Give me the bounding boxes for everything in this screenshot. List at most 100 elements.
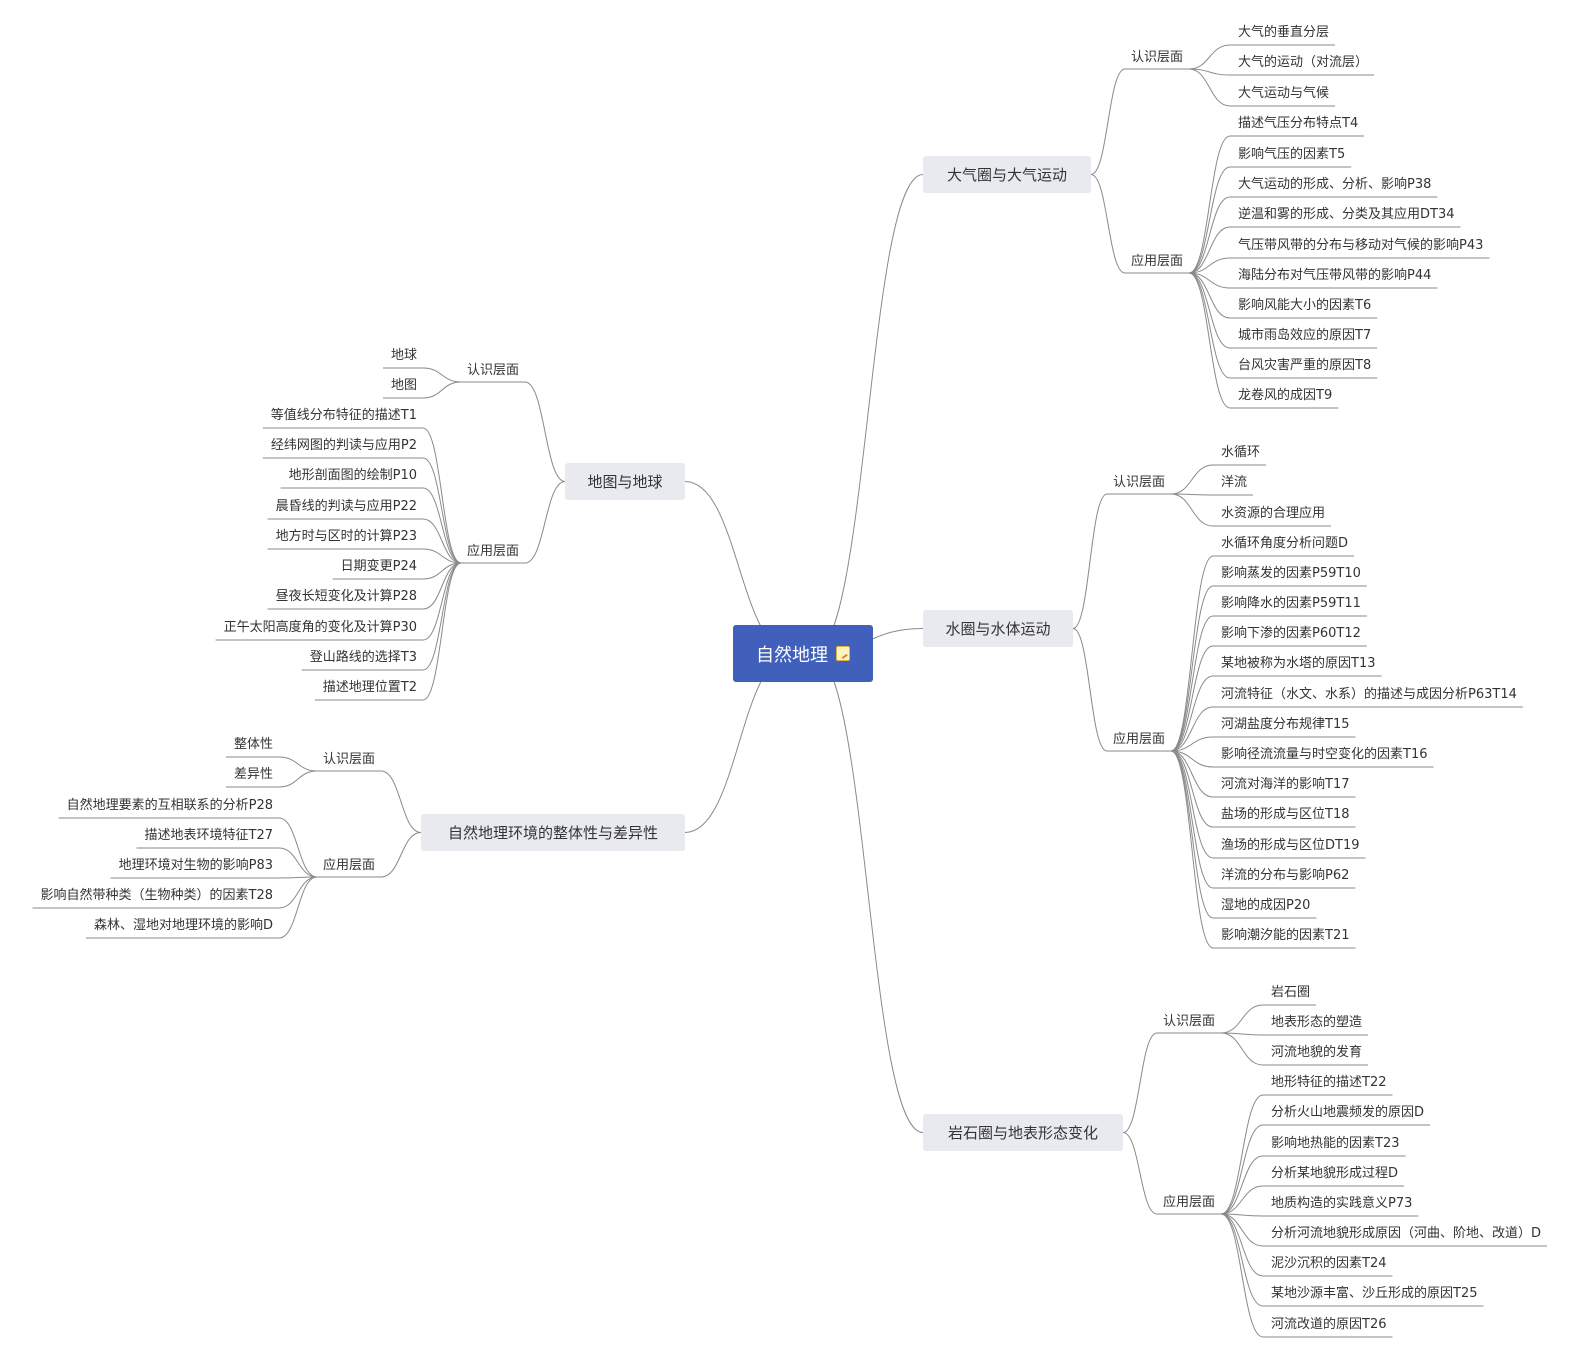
leaf-item[interactable]: 地表形态的塑造 bbox=[1271, 1015, 1363, 1030]
branch-atmosphere[interactable]: 大气圈与大气运动 bbox=[923, 156, 1091, 193]
leaf-item[interactable]: 地方时与区时的计算P23 bbox=[275, 529, 417, 544]
leaf-item[interactable]: 地理环境对生物的影响P83 bbox=[118, 858, 273, 873]
leaf-item[interactable]: 差异性 bbox=[233, 767, 273, 782]
root-to-branch-connector bbox=[812, 653, 924, 1133]
group-to-leaf-connector bbox=[1170, 750, 1214, 859]
group-to-leaf-connector bbox=[1188, 166, 1231, 274]
group-to-leaf-connector bbox=[422, 457, 462, 564]
root-node[interactable]: 自然地理 bbox=[733, 625, 873, 682]
group-to-leaf-connector bbox=[1221, 1185, 1264, 1215]
leaf-item[interactable]: 描述地理位置T2 bbox=[322, 680, 417, 695]
group-application[interactable]: 应用层面 bbox=[1113, 732, 1166, 747]
leaf-item[interactable]: 河流地貌的发育 bbox=[1271, 1045, 1363, 1060]
group-to-leaf-connector bbox=[1221, 1004, 1264, 1034]
leaf-item[interactable]: 经纬网图的判读与应用P2 bbox=[270, 438, 417, 453]
branch-environment[interactable]: 自然地理环境的整体性与差异性 bbox=[421, 814, 685, 851]
leaf-item[interactable]: 晨昏线的判读与应用P22 bbox=[275, 499, 417, 514]
group-to-leaf-connector bbox=[1170, 645, 1214, 752]
group-application[interactable]: 应用层面 bbox=[1163, 1195, 1216, 1210]
leaf-item[interactable]: 地形特征的描述T22 bbox=[1271, 1075, 1387, 1090]
leaf-item[interactable]: 岩石圈 bbox=[1271, 985, 1311, 1000]
note-icon[interactable] bbox=[836, 646, 850, 661]
leaf-item[interactable]: 气压带风带的分布与移动对气候的影响P43 bbox=[1238, 238, 1484, 253]
group-to-leaf-connector bbox=[278, 847, 318, 878]
group-cognitive[interactable]: 认识层面 bbox=[1163, 1014, 1216, 1029]
leaf-item[interactable]: 地质构造的实践意义P73 bbox=[1271, 1196, 1413, 1211]
leaf-item[interactable]: 台风灾害严重的原因T8 bbox=[1238, 358, 1372, 373]
leaf-item[interactable]: 影响气压的因素T5 bbox=[1238, 147, 1346, 162]
leaf-item[interactable]: 大气的运动（对流层） bbox=[1238, 55, 1369, 70]
leaf-item[interactable]: 影响下渗的因素P60T12 bbox=[1221, 626, 1361, 641]
branch-hydrosphere[interactable]: 水圈与水体运动 bbox=[923, 610, 1073, 647]
leaf-item[interactable]: 河流特征（水文、水系）的描述与成因分析P63T14 bbox=[1221, 687, 1517, 702]
leaf-item[interactable]: 河流对海洋的影响T17 bbox=[1221, 777, 1350, 792]
group-to-leaf-connector bbox=[422, 562, 462, 671]
leaf-item[interactable]: 河流改道的原因T26 bbox=[1271, 1317, 1387, 1332]
leaf-item[interactable]: 森林、湿地对地理环境的影响D bbox=[93, 918, 273, 933]
branch-to-group-connector bbox=[380, 770, 422, 833]
leaf-item[interactable]: 龙卷风的成因T9 bbox=[1238, 388, 1333, 403]
leaf-item[interactable]: 地图 bbox=[390, 378, 417, 393]
leaf-item[interactable]: 洋流的分布与影响P62 bbox=[1221, 868, 1350, 883]
leaf-item[interactable]: 影响潮汐能的因素T21 bbox=[1221, 928, 1350, 943]
leaf-item[interactable]: 影响风能大小的因素T6 bbox=[1238, 298, 1372, 313]
leaf-item[interactable]: 大气的垂直分层 bbox=[1238, 25, 1330, 40]
leaf-item[interactable]: 日期变更P24 bbox=[340, 559, 417, 574]
group-application[interactable]: 应用层面 bbox=[323, 858, 376, 873]
leaf-item[interactable]: 盐场的形成与区位T18 bbox=[1221, 807, 1350, 822]
leaf-item[interactable]: 水循环角度分析问题D bbox=[1221, 536, 1349, 551]
leaf-item[interactable]: 地球 bbox=[390, 348, 417, 363]
leaf-item[interactable]: 水循环 bbox=[1221, 445, 1261, 460]
leaf-item[interactable]: 分析某地貌形成过程D bbox=[1271, 1166, 1399, 1181]
leaf-item[interactable]: 影响降水的因素P59T11 bbox=[1221, 596, 1361, 611]
leaf-item[interactable]: 分析河流地貌形成原因（河曲、阶地、改道）D bbox=[1271, 1226, 1542, 1241]
group-to-leaf-connector bbox=[1171, 736, 1214, 752]
branch-label: 地图与地球 bbox=[587, 473, 663, 491]
branch-to-group-connector bbox=[1090, 68, 1126, 175]
leaf-item[interactable]: 某地沙源丰富、沙丘形成的原因T25 bbox=[1271, 1286, 1478, 1301]
branch-label: 岩石圈与地表形态变化 bbox=[947, 1124, 1098, 1142]
leaf-item[interactable]: 描述地表环境特征T27 bbox=[144, 828, 273, 843]
group-to-leaf-connector bbox=[1171, 464, 1214, 495]
group-cognitive[interactable]: 认识层面 bbox=[1131, 50, 1184, 65]
leaf-item[interactable]: 城市雨岛效应的原因T7 bbox=[1238, 328, 1372, 343]
leaf-item[interactable]: 河湖盐度分布规律T15 bbox=[1221, 717, 1350, 732]
leaf-item[interactable]: 水资源的合理应用 bbox=[1221, 506, 1326, 521]
leaf-item[interactable]: 影响蒸发的因素P59T10 bbox=[1221, 566, 1361, 581]
leaf-item[interactable]: 整体性 bbox=[233, 737, 273, 752]
leaf-item[interactable]: 影响径流流量与时空变化的因素T16 bbox=[1221, 747, 1428, 762]
leaf-item[interactable]: 影响自然带种类（生物种类）的因素T28 bbox=[40, 888, 273, 903]
group-to-leaf-connector bbox=[1170, 615, 1214, 752]
leaf-item[interactable]: 洋流 bbox=[1221, 475, 1248, 490]
leaf-item[interactable]: 逆温和雾的形成、分类及其应用DT34 bbox=[1238, 207, 1455, 222]
leaf-item[interactable]: 海陆分布对气压带风带的影响P44 bbox=[1238, 268, 1432, 283]
leaf-item[interactable]: 湿地的成因P20 bbox=[1221, 898, 1311, 913]
leaf-item[interactable]: 分析火山地震频发的原因D bbox=[1271, 1105, 1425, 1120]
branch-lithosphere[interactable]: 岩石圈与地表形态变化 bbox=[923, 1114, 1123, 1151]
branch-map-earth[interactable]: 地图与地球 bbox=[565, 463, 685, 500]
leaf-item[interactable]: 影响地热能的因素T23 bbox=[1271, 1136, 1400, 1151]
group-cognitive[interactable]: 认识层面 bbox=[1113, 475, 1166, 490]
leaf-item[interactable]: 泥沙沉积的因素T24 bbox=[1271, 1256, 1387, 1271]
group-to-leaf-connector bbox=[422, 487, 462, 564]
group-application[interactable]: 应用层面 bbox=[467, 544, 520, 559]
leaf-item[interactable]: 自然地理要素的互相联系的分析P28 bbox=[66, 798, 273, 813]
leaf-item[interactable]: 登山路线的选择T3 bbox=[309, 650, 417, 665]
leaf-item[interactable]: 地形剖面图的绘制P10 bbox=[288, 468, 417, 483]
group-to-leaf-connector bbox=[278, 756, 318, 772]
leaf-item[interactable]: 大气运动的形成、分析、影响P38 bbox=[1238, 177, 1432, 192]
leaf-item[interactable]: 某地被称为水塔的原因T13 bbox=[1221, 656, 1376, 671]
group-to-leaf-connector bbox=[1170, 585, 1214, 752]
group-application[interactable]: 应用层面 bbox=[1131, 254, 1184, 269]
group-to-leaf-connector bbox=[278, 876, 318, 909]
group-cognitive[interactable]: 认识层面 bbox=[467, 363, 520, 378]
leaf-item[interactable]: 等值线分布特征的描述T1 bbox=[270, 408, 417, 423]
group-to-leaf-connector bbox=[1170, 750, 1214, 798]
leaf-item[interactable]: 正午太阳高度角的变化及计算P30 bbox=[223, 620, 417, 635]
branch-to-group-connector bbox=[1072, 493, 1108, 629]
leaf-item[interactable]: 渔场的形成与区位DT19 bbox=[1221, 838, 1360, 853]
leaf-item[interactable]: 昼夜长短变化及计算P28 bbox=[275, 589, 417, 604]
leaf-item[interactable]: 大气运动与气候 bbox=[1238, 86, 1330, 101]
group-cognitive[interactable]: 认识层面 bbox=[323, 752, 376, 767]
leaf-item[interactable]: 描述气压分布特点T4 bbox=[1238, 116, 1359, 131]
